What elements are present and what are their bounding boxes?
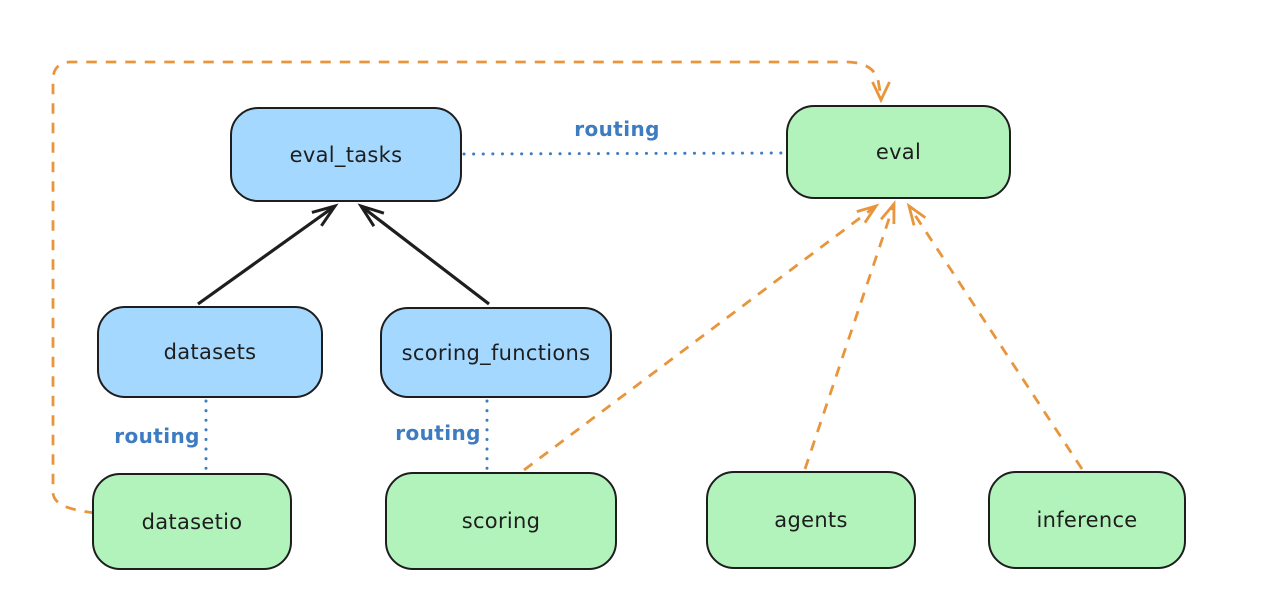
- edge-inference-eval-dashed-arrow: [906, 202, 1084, 470]
- edge-label-routing-datasets: routing: [114, 424, 200, 448]
- node-agents: agents: [706, 471, 916, 569]
- edge-scoring-eval-dashed-arrow: [523, 203, 880, 472]
- node-eval: eval: [786, 105, 1011, 199]
- node-scoring-functions: scoring_functions: [380, 307, 612, 398]
- node-datasetio: datasetio: [92, 473, 292, 570]
- node-agents-label: agents: [774, 508, 848, 532]
- edge-datasetio-eval-dashed-arrow: [51, 60, 891, 515]
- node-scoring-functions-label: scoring_functions: [401, 340, 591, 365]
- node-inference: inference: [988, 471, 1186, 569]
- edge-datasets-eval-tasks-arrow: [197, 203, 339, 306]
- node-datasetio-label: datasetio: [141, 509, 243, 534]
- edge-label-routing-top: routing: [574, 117, 660, 141]
- node-eval-tasks: eval_tasks: [230, 107, 462, 202]
- edge-label-routing-scoring: routing: [395, 421, 481, 445]
- node-eval-tasks-label: eval_tasks: [289, 142, 403, 167]
- node-datasets: datasets: [97, 306, 323, 398]
- edge-scoring-functions-eval-tasks-arrow: [357, 203, 490, 306]
- edge-agents-eval-dashed-arrow: [803, 200, 896, 470]
- edge-eval-tasks-eval-dotted: [462, 151, 786, 156]
- node-scoring-label: scoring: [461, 509, 541, 533]
- node-scoring: scoring: [385, 472, 617, 570]
- node-inference-label: inference: [1036, 508, 1138, 532]
- node-eval-label: eval: [875, 140, 922, 164]
- node-datasets-label: datasets: [163, 340, 257, 364]
